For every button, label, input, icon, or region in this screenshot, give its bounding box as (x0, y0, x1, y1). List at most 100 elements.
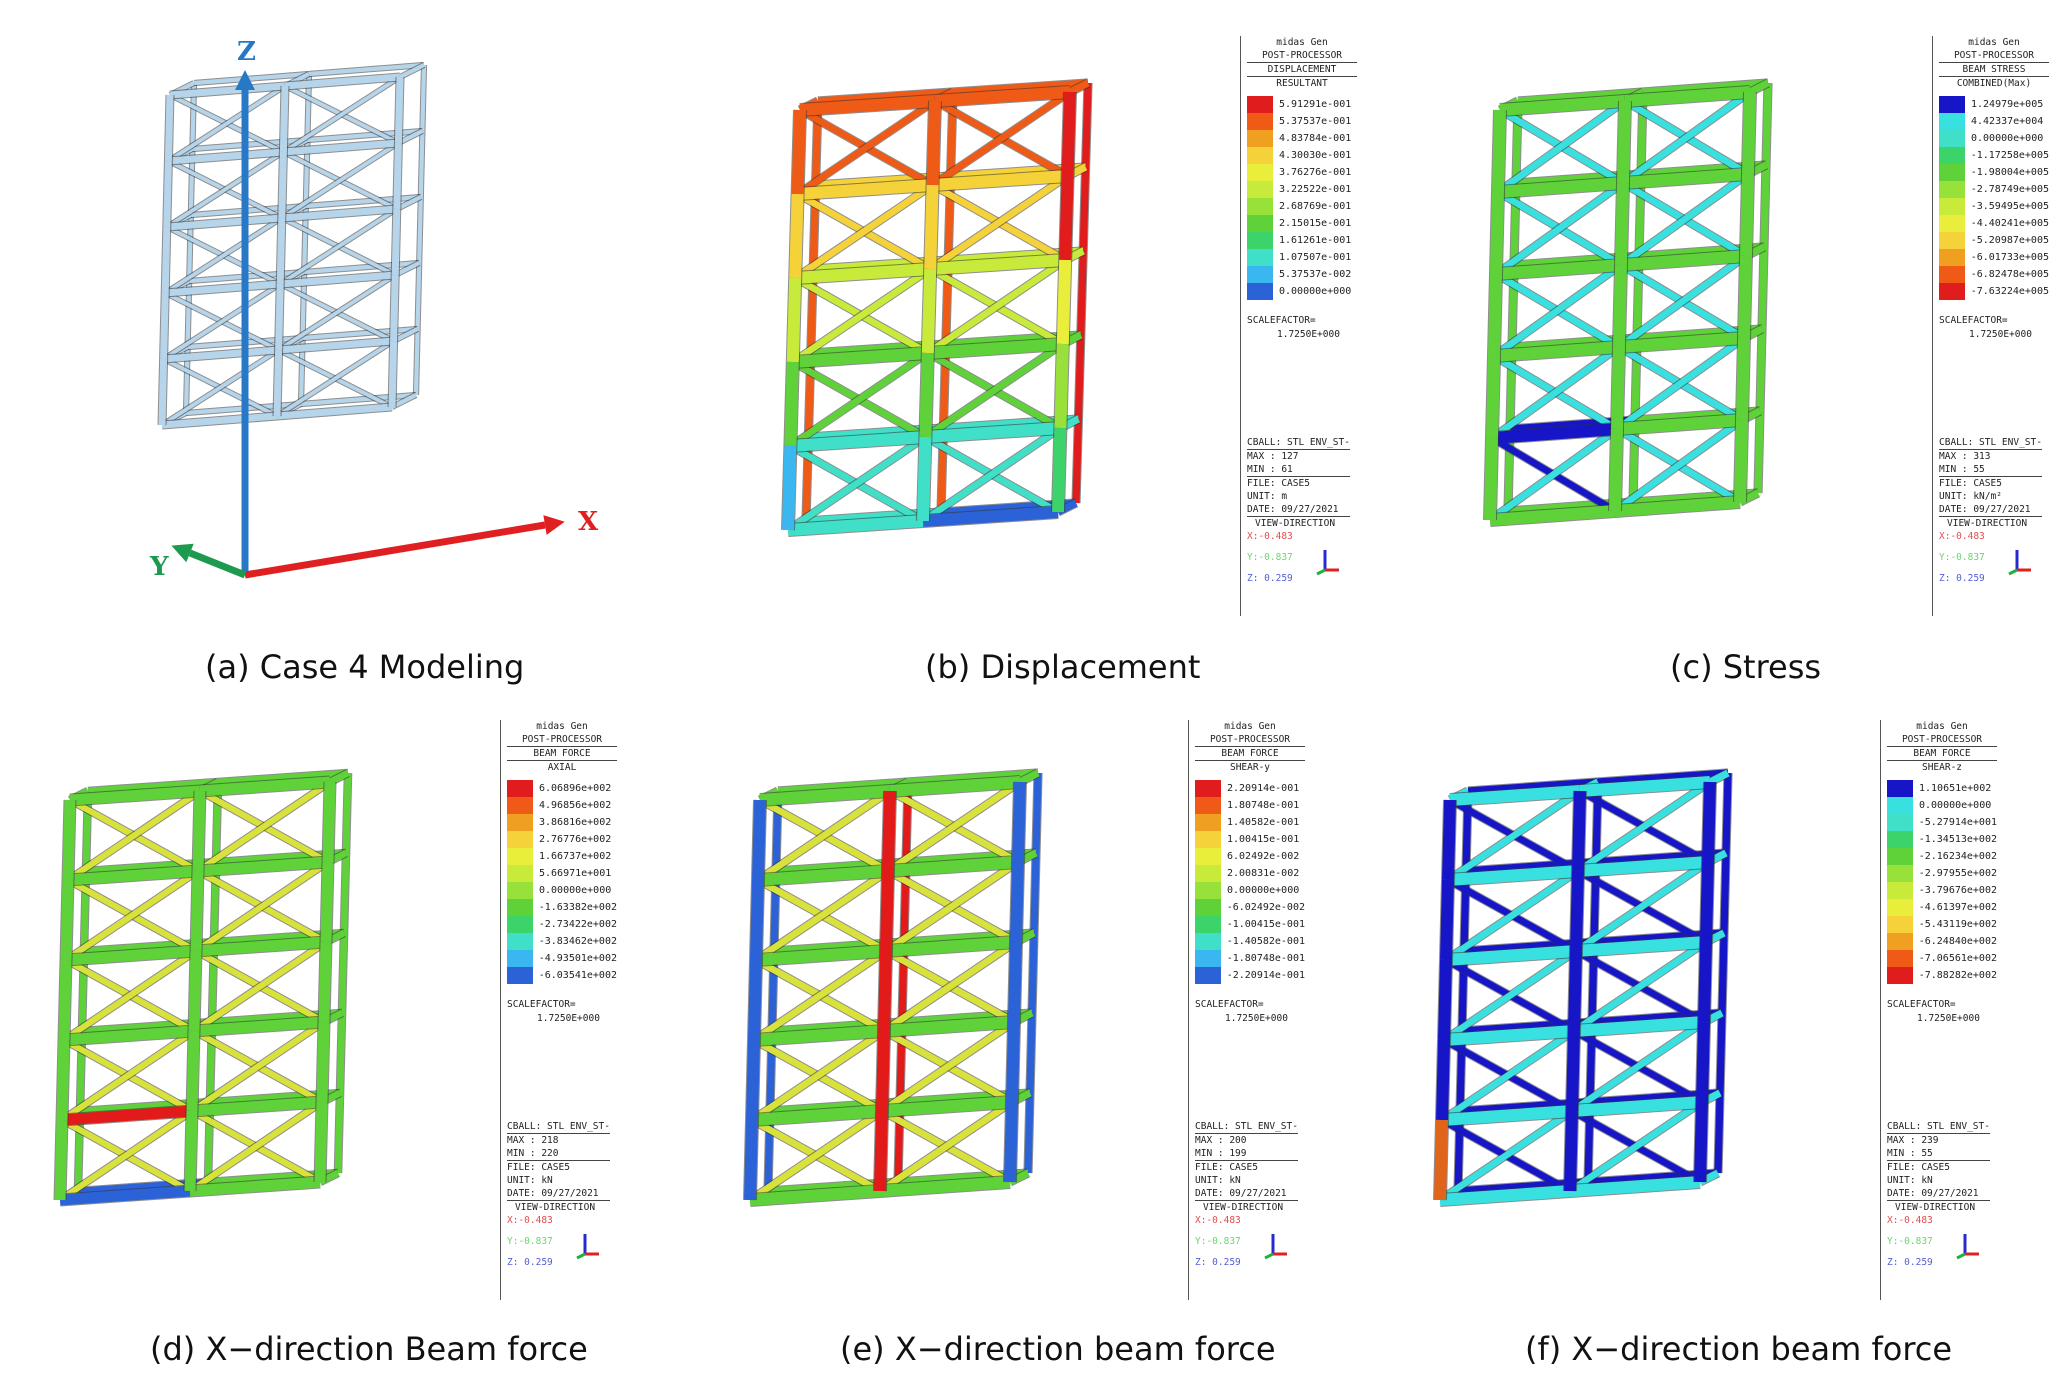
frame-brace (787, 349, 931, 450)
legend-value: -5.43119e+002 (1918, 919, 1997, 930)
frame-column (1060, 91, 1077, 177)
frame-brace (879, 1018, 1017, 1115)
frame-column (1011, 781, 1027, 863)
frame-brace (61, 947, 199, 1044)
frame-beam (794, 262, 931, 285)
legend-swatch (507, 814, 533, 831)
legend-app: midas Gen (1276, 37, 1328, 48)
legend-swatch (507, 899, 533, 916)
frame-column (1563, 1110, 1579, 1192)
legend-value: 3.22522e-001 (1279, 184, 1352, 195)
frame-column (1439, 879, 1455, 961)
legend-row: 4.30030e-001 (1247, 147, 1357, 164)
legend-row: 1.07507e-001 (1247, 249, 1357, 266)
legend-swatch (507, 831, 533, 848)
frame-brace (790, 265, 933, 366)
frame-column (275, 217, 287, 285)
legend-min: MIN : 220 (507, 1147, 610, 1161)
legend-cball: CBALL: STL ENV_ST- (1887, 1121, 1990, 1134)
frame-beam (887, 855, 1019, 878)
legend-row: 3.22522e-001 (1247, 181, 1357, 198)
frame-brace (189, 1018, 327, 1115)
legend-view: VIEW-DIRECTION (1895, 1202, 1976, 1213)
frame-column (1737, 255, 1753, 339)
legend-max: MAX : 127 (1247, 451, 1299, 462)
frame-brace (165, 149, 285, 230)
legend-scalefactor: SCALEFACTOR=1.7250E+000 (1939, 314, 2049, 342)
frame-beam (65, 944, 197, 967)
frame-brace (1612, 416, 1745, 515)
frame-brace (925, 256, 1068, 357)
frame-column (392, 142, 403, 210)
frame-beam (195, 935, 327, 958)
legend-swatch (1195, 967, 1221, 984)
frame-brace (785, 433, 928, 534)
legend-row: 2.76776e+002 (507, 831, 617, 848)
legend-row: -6.24840e+002 (1887, 933, 1997, 950)
legend-swatch (1887, 899, 1913, 916)
frame-column (387, 340, 399, 408)
frame-back-beam (87, 777, 219, 796)
legend-value: 0.00000e+000 (1971, 133, 2044, 144)
frame-column (1741, 91, 1757, 175)
frame-beam (1489, 504, 1616, 527)
frame-brace (751, 947, 889, 1044)
frame-back-beam (302, 325, 418, 342)
frame-back-column (1753, 82, 1773, 494)
frame-tie (398, 62, 426, 80)
frame-column (1433, 1119, 1449, 1201)
y-axis-arrow (171, 543, 247, 579)
legend-vz: Z: 0.259 (1939, 573, 1985, 584)
legend-row: -5.20987e+005 (1939, 232, 2049, 249)
legend-vy: Y:-0.837 (507, 1236, 553, 1247)
legend-swatch (1195, 933, 1221, 950)
frame-column (1614, 182, 1630, 266)
legend-value: 3.76276e-001 (1279, 167, 1352, 178)
frame-column (1735, 337, 1751, 421)
frame-beam (189, 1175, 321, 1198)
frame-column (1739, 173, 1755, 257)
frame-column (393, 76, 405, 144)
frame-beam (881, 1095, 1013, 1118)
frame-brace (1491, 261, 1624, 360)
legend-row: 1.24979e+005 (1939, 96, 2049, 113)
legend-value: -1.40582e-001 (1226, 936, 1305, 947)
legend-value: 1.10651e+002 (1919, 783, 1992, 794)
legend-file: FILE: CASE5 (1939, 478, 2002, 489)
frame-brace (1575, 778, 1713, 875)
frame-column (1567, 950, 1583, 1032)
legend-result: BEAM FORCE (1195, 747, 1305, 761)
model-frame-b (781, 78, 1093, 537)
frame-brace (1618, 170, 1751, 269)
legend-value: 0.00000e+000 (1279, 286, 1352, 297)
legend-value: -3.59495e+005 (1970, 201, 2049, 212)
frame-tie (1067, 78, 1091, 97)
legend-value: 2.15015e-001 (1279, 218, 1352, 229)
legend-swatch (1195, 865, 1221, 882)
frame-beam (1618, 331, 1745, 354)
legend-row: -4.40241e+005 (1939, 215, 2049, 232)
frame-beam (929, 253, 1066, 276)
frame-beam (1443, 1024, 1575, 1047)
legend-row: 6.06896e+002 (507, 780, 617, 797)
frame-brace (1439, 1027, 1577, 1124)
scalefactor-label: SCALEFACTOR= (507, 999, 576, 1010)
frame-beam (1577, 855, 1709, 878)
legend-date: DATE: 09/27/2021 (1939, 503, 2042, 517)
scalefactor-label: SCALEFACTOR= (1195, 999, 1264, 1010)
legend-swatch (1247, 164, 1273, 181)
frame-beam (69, 784, 201, 807)
frame-beam (279, 270, 396, 289)
panel-b-displacement (770, 70, 1170, 610)
legend-row: 4.83784e-001 (1247, 130, 1357, 147)
legend-swatch (1939, 113, 1965, 130)
model-frame-f (1433, 768, 1733, 1207)
frame-back-beam (1642, 78, 1769, 97)
legend-swatch (1247, 249, 1273, 266)
